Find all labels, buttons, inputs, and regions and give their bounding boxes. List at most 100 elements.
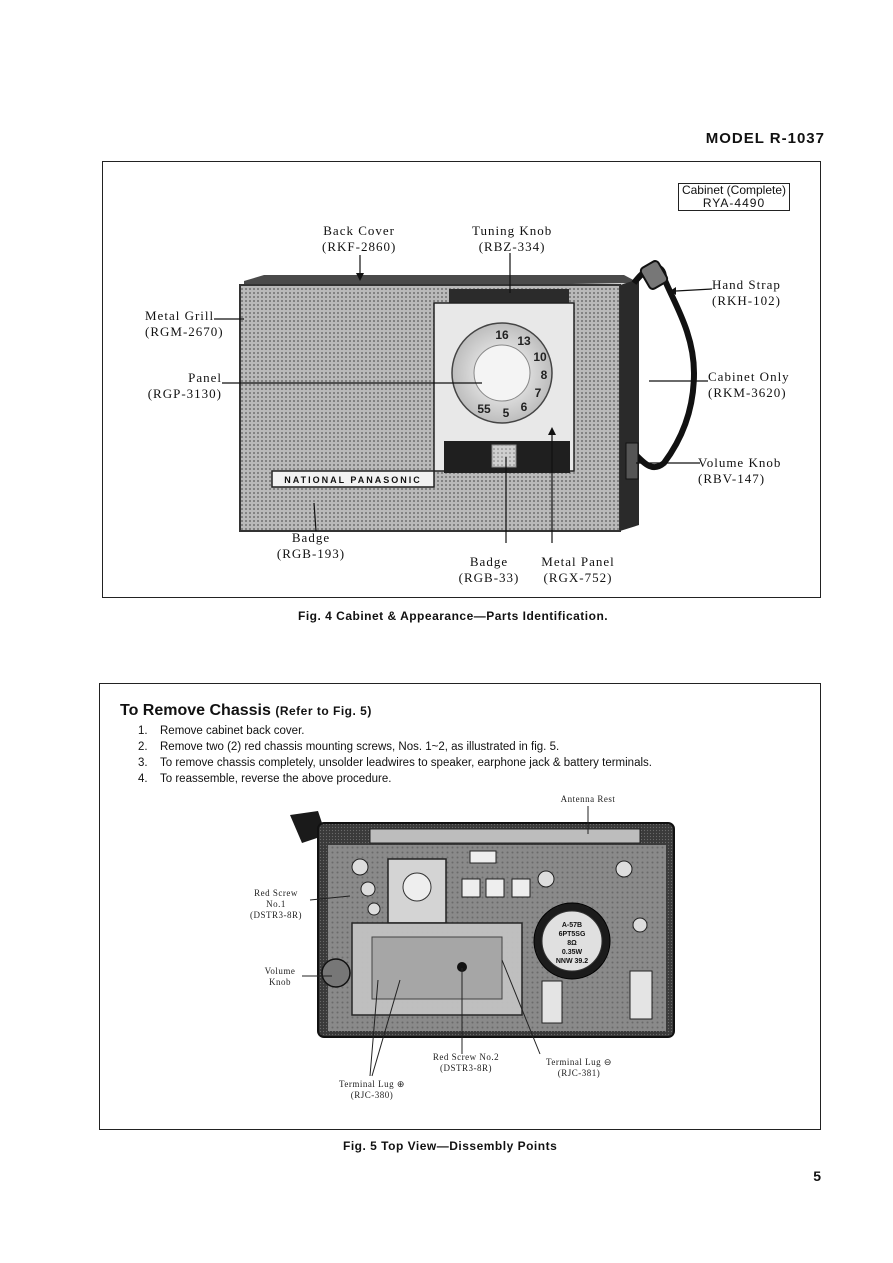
step-number: 3. (138, 757, 148, 769)
arrow (356, 273, 364, 281)
label-red-screw-1: Red Screw No.1 (DSTR3-8R) (238, 888, 314, 921)
step-item: 4. To reassemble, reverse the above proce… (138, 771, 652, 787)
tuning-knob (449, 289, 569, 303)
arrow (670, 287, 676, 295)
label-badge-left-code: (RGB-193) (276, 546, 346, 561)
leader-lines-fig5 (302, 806, 589, 1077)
cabinet-complete-code: RYA-4490 (702, 196, 766, 210)
step-text: To reassemble, reverse the above procedu… (160, 773, 392, 785)
dial-numbers: 16 13 10 8 7 6 5 55 (477, 328, 547, 420)
label-terminal-neg-b: (RJC-381) (557, 1068, 601, 1078)
center-badge (491, 444, 517, 468)
label-badge-center-code: (RGB-33) (458, 570, 520, 585)
label-volume-knob-name: Volume Knob (698, 455, 782, 470)
label-panel: Panel (RGP-3130) (146, 370, 222, 402)
label-panel-code: (RGP-3130) (147, 386, 222, 401)
antenna-rest-bar (369, 828, 641, 844)
label-volume-knob-code: (RBV-147) (698, 471, 766, 486)
cabinet-side (620, 279, 639, 531)
dial-num: 10 (533, 350, 547, 364)
section-ref: (Refer to Fig. 5) (275, 704, 372, 718)
capacitor-shaft (402, 872, 432, 902)
label-red-screw-2-b: (DSTR3-8R) (440, 1063, 492, 1073)
figure-4-frame (102, 161, 821, 598)
red-screw-2 (457, 962, 467, 972)
dial-num: 5 (503, 406, 510, 420)
label-back-cover: Back Cover (RKF-2860) (322, 223, 396, 255)
steps-list: 1. Remove cabinet back cover. 2. Remove tw… (138, 723, 652, 787)
step-number: 1. (138, 725, 148, 737)
model-header: MODEL R-1037 (705, 130, 825, 147)
label-volume-knob-b: Knob (269, 977, 291, 987)
label-volume-knob: Volume Knob (RBV-147) (698, 455, 781, 487)
step-text: Remove two (2) red chassis mounting scre… (160, 741, 560, 753)
label-tuning-knob-code: (RBZ-334) (478, 239, 546, 254)
label-hand-strap-code: (RKH-102) (712, 293, 781, 308)
label-terminal-pos-b: (RJC-380) (350, 1090, 394, 1100)
label-volume-knob-fig5: Volume Knob (252, 966, 308, 988)
label-red-screw-1-b: No.1 (266, 899, 286, 909)
step-text: Remove cabinet back cover. (160, 725, 305, 737)
radio-illustration: 16 13 10 8 7 6 5 55 NATIONAL PANASONIC (214, 253, 713, 543)
label-badge-center: Badge (RGB-33) (456, 554, 522, 586)
label-terminal-lug-pos: Terminal Lug ⊕ (RJC-380) (324, 1079, 420, 1101)
figure-5-frame (99, 683, 821, 1130)
speaker-text-line: 8Ω (567, 940, 577, 947)
label-badge-left: Badge (RGB-193) (276, 530, 346, 562)
label-cabinet-only-code: (RKM-3620) (708, 385, 787, 400)
label-hand-strap: Hand Strap (RKH-102) (712, 277, 781, 309)
speaker-text-line: 0.35W (562, 949, 583, 956)
label-back-cover-code: (RKF-2860) (322, 239, 397, 254)
dial-num: 6 (521, 400, 528, 414)
label-tuning-knob-name: Tuning Knob (472, 223, 553, 238)
cabinet-complete-box: Cabinet (Complete) RYA-4490 (678, 183, 790, 211)
volume-knob (321, 958, 351, 988)
label-metal-panel-name: Metal Panel (541, 554, 615, 569)
label-antenna-rest: Antenna Rest (560, 794, 616, 804)
label-metal-grill-name: Metal Grill (145, 308, 215, 323)
step-text: To remove chassis completely, unsolder l… (160, 757, 652, 769)
speaker-label (541, 910, 603, 972)
speaker-text-line: NNW 39.2 (556, 958, 588, 965)
dial-num: 7 (535, 386, 542, 400)
chassis-illustration: A-57B 6PT5SG 8Ω 0.35W NNW 39.2 (290, 811, 675, 1038)
speaker-text: A-57B 6PT5SG 8Ω 0.35W NNW 39.2 (556, 922, 588, 965)
arrow (548, 427, 556, 435)
label-terminal-pos-a: Terminal Lug ⊕ (339, 1079, 405, 1089)
dial-num: 13 (517, 334, 531, 348)
step-item: 2. Remove two (2) red chassis mounting sc… (138, 739, 652, 755)
hand-strap (631, 264, 698, 471)
label-volume-knob-a: Volume (264, 966, 296, 976)
step-number: 4. (138, 773, 148, 785)
label-red-screw-2: Red Screw No.2 (DSTR3-8R) (418, 1052, 514, 1074)
components (351, 850, 653, 1024)
strap-clip (639, 260, 669, 290)
label-badge-left-name: Badge (291, 530, 331, 545)
label-tuning-knob: Tuning Knob (RBZ-334) (472, 223, 552, 255)
label-terminal-lug-neg: Terminal Lug ⊖ (RJC-381) (534, 1057, 624, 1079)
section-title: To Remove Chassis (Refer to Fig. 5) (120, 702, 372, 720)
figure-4-caption: Fig. 4 Cabinet & Appearance—Parts Identi… (298, 609, 609, 623)
figure-5-caption: Fig. 5 Top View—Dissembly Points (343, 1139, 558, 1153)
dial-hub (473, 344, 531, 402)
brand-plate-text: NATIONAL PANASONIC (284, 475, 422, 485)
speaker-text-line: 6PT5SG (559, 931, 586, 938)
section-title-text: To Remove Chassis (120, 702, 271, 719)
page-number: 5 (813, 1168, 821, 1184)
label-hand-strap-name: Hand Strap (712, 277, 781, 292)
label-red-screw-1-c: (DSTR3-8R) (250, 910, 302, 920)
brand-plate (271, 470, 435, 488)
label-panel-name: Panel (188, 370, 222, 385)
dial-num: 8 (541, 368, 548, 382)
step-item: 3. To remove chassis completely, unsolder… (138, 755, 652, 771)
step-item: 1. Remove cabinet back cover. (138, 723, 652, 739)
label-cabinet-only-name: Cabinet Only (708, 369, 790, 384)
dial-num: 55 (477, 402, 491, 416)
dial-num: 16 (495, 328, 509, 342)
speaker-text-line: A-57B (562, 922, 582, 929)
cabinet-complete-name: Cabinet (Complete) (681, 183, 787, 197)
label-badge-center-name: Badge (469, 554, 509, 569)
step-number: 2. (138, 741, 148, 753)
label-back-cover-name: Back Cover (323, 223, 395, 238)
label-red-screw-2-a: Red Screw No.2 (432, 1052, 500, 1062)
